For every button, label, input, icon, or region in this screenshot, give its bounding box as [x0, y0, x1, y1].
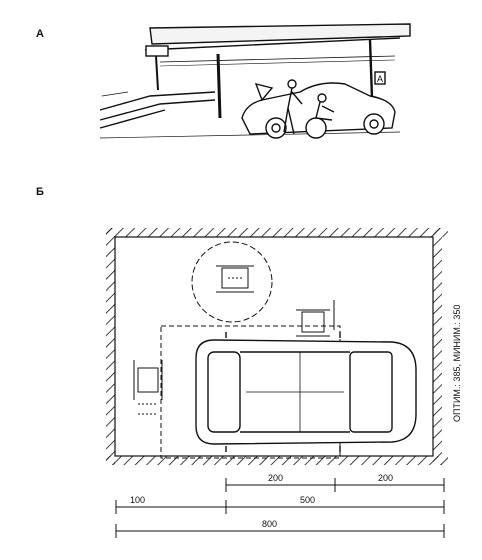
dim-500: 500 — [300, 495, 315, 505]
column-left — [155, 55, 159, 91]
dim-200-left: 200 — [268, 473, 283, 483]
canopy-beam-end — [145, 45, 169, 57]
canopy-roof — [149, 23, 411, 45]
wall-left — [106, 228, 115, 465]
wheelchair-user-head — [317, 93, 327, 103]
car-windshield — [207, 351, 241, 433]
wall-bottom — [106, 456, 448, 465]
side-dimension-text: ОПТИМ.: 385, МИНИМ.: 350 — [452, 305, 462, 422]
parking-plan: ОПТИМ.: 385, МИНИМ.: 350 — [106, 228, 462, 465]
parking-bay-outline — [114, 236, 434, 457]
wheelchair-wheel — [305, 117, 327, 139]
turning-circle — [191, 241, 273, 323]
column-middle — [216, 53, 222, 119]
dim-100: 100 — [130, 495, 145, 505]
dim-200-right: 200 — [378, 473, 393, 483]
wall-right — [433, 228, 442, 465]
wheelchair-plan-left — [133, 360, 163, 415]
column-right — [368, 39, 374, 99]
car-rear-window — [349, 351, 393, 433]
wall-top — [106, 228, 448, 237]
ramp-edge — [99, 91, 216, 111]
scene-a-illustration: A — [99, 23, 411, 139]
wheelchair-plan-middle — [296, 300, 335, 337]
dimension-lines — [115, 478, 445, 538]
car-wheel-front — [265, 117, 287, 139]
wheelchair-plan-top — [216, 265, 254, 293]
car-plan-view — [195, 332, 417, 452]
panel-b-label: Б — [36, 186, 44, 198]
accessible-sign — [374, 71, 386, 85]
accessible-sign-text: A — [377, 74, 383, 84]
dim-800: 800 — [262, 519, 277, 529]
canopy-fascia — [144, 37, 401, 51]
panel-a-label: А — [36, 28, 44, 40]
car-wheel-rear — [363, 113, 385, 135]
person-head — [287, 79, 297, 89]
